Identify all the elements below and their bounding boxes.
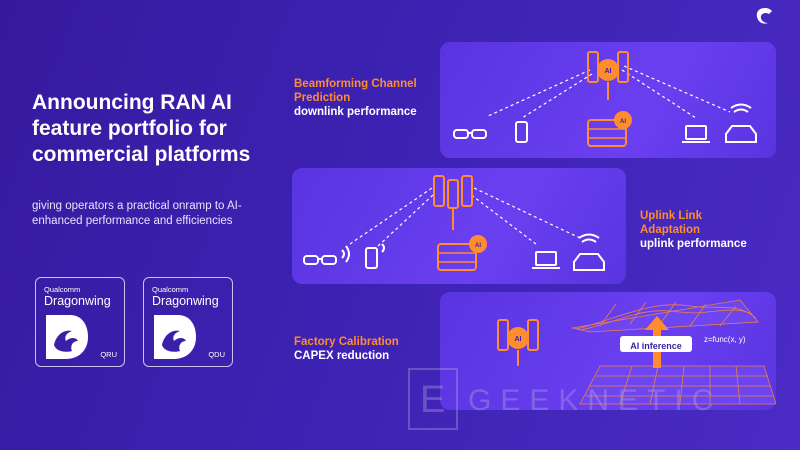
antenna-icon: AI	[587, 51, 629, 100]
uplink-title-line1: Uplink Link	[640, 210, 702, 222]
glasses-icon	[303, 245, 350, 265]
product-brand: Qualcomm	[44, 285, 81, 294]
beamforming-title-line1: Beamforming Channel	[294, 78, 417, 90]
signal-arrows	[349, 187, 581, 247]
car-icon	[725, 103, 757, 143]
ai-inference-badge	[620, 336, 692, 352]
server-icon: AI	[587, 111, 632, 147]
svg-text:AI: AI	[605, 68, 612, 75]
phone-icon	[365, 243, 385, 269]
svg-text:AI: AI	[475, 243, 481, 249]
factory-subtitle: CAPEX reduction	[294, 350, 390, 362]
antenna-icon	[433, 175, 473, 230]
product-code: QRU	[100, 350, 117, 359]
antenna-icon: AI	[497, 319, 539, 366]
dragonwing-icon	[154, 315, 196, 359]
product-family: Dragonwing	[44, 294, 111, 308]
phone-icon	[515, 121, 528, 143]
beamforming-title-line2: Prediction	[294, 92, 351, 104]
laptop-icon	[532, 251, 560, 269]
surface-grid-bottom	[579, 365, 776, 405]
svg-text:AI: AI	[620, 119, 626, 125]
product-card-qdu: Qualcomm Dragonwing QDU	[143, 277, 233, 367]
watermark: E GEEKNETIC	[408, 368, 788, 432]
corner-logo-icon	[756, 8, 772, 24]
headline: Announcing RAN AI feature portfolio for …	[32, 91, 251, 166]
factory-panel: AI	[440, 292, 776, 410]
surface-grid-top	[571, 299, 759, 333]
server-icon: AI	[437, 235, 487, 271]
formula-label: z=func(x, y)	[704, 335, 746, 344]
ai-inference-label: AI inference	[630, 341, 682, 351]
dragonwing-icon	[46, 315, 88, 359]
laptop-icon	[682, 125, 710, 143]
product-family: Dragonwing	[152, 294, 219, 308]
svg-text:AI: AI	[515, 336, 522, 343]
uplink-panel: AI	[292, 168, 626, 284]
watermark-text: GEEKNETIC	[468, 384, 723, 417]
signal-arrows	[487, 65, 731, 119]
glasses-icon	[453, 129, 487, 139]
beamforming-subtitle: downlink performance	[294, 106, 417, 118]
subline: giving operators a practical onramp to A…	[32, 200, 242, 227]
uplink-title-line2: Adaptation	[640, 224, 701, 236]
beamforming-panel: AI AI	[440, 42, 776, 158]
product-code: QDU	[208, 350, 225, 359]
factory-title: Factory Calibration	[294, 336, 399, 348]
product-card-qru: Qualcomm Dragonwing QRU	[35, 277, 125, 367]
uplink-subtitle: uplink performance	[640, 238, 747, 250]
product-brand: Qualcomm	[152, 285, 189, 294]
car-icon	[573, 233, 605, 271]
watermark-logo: E	[408, 368, 458, 430]
